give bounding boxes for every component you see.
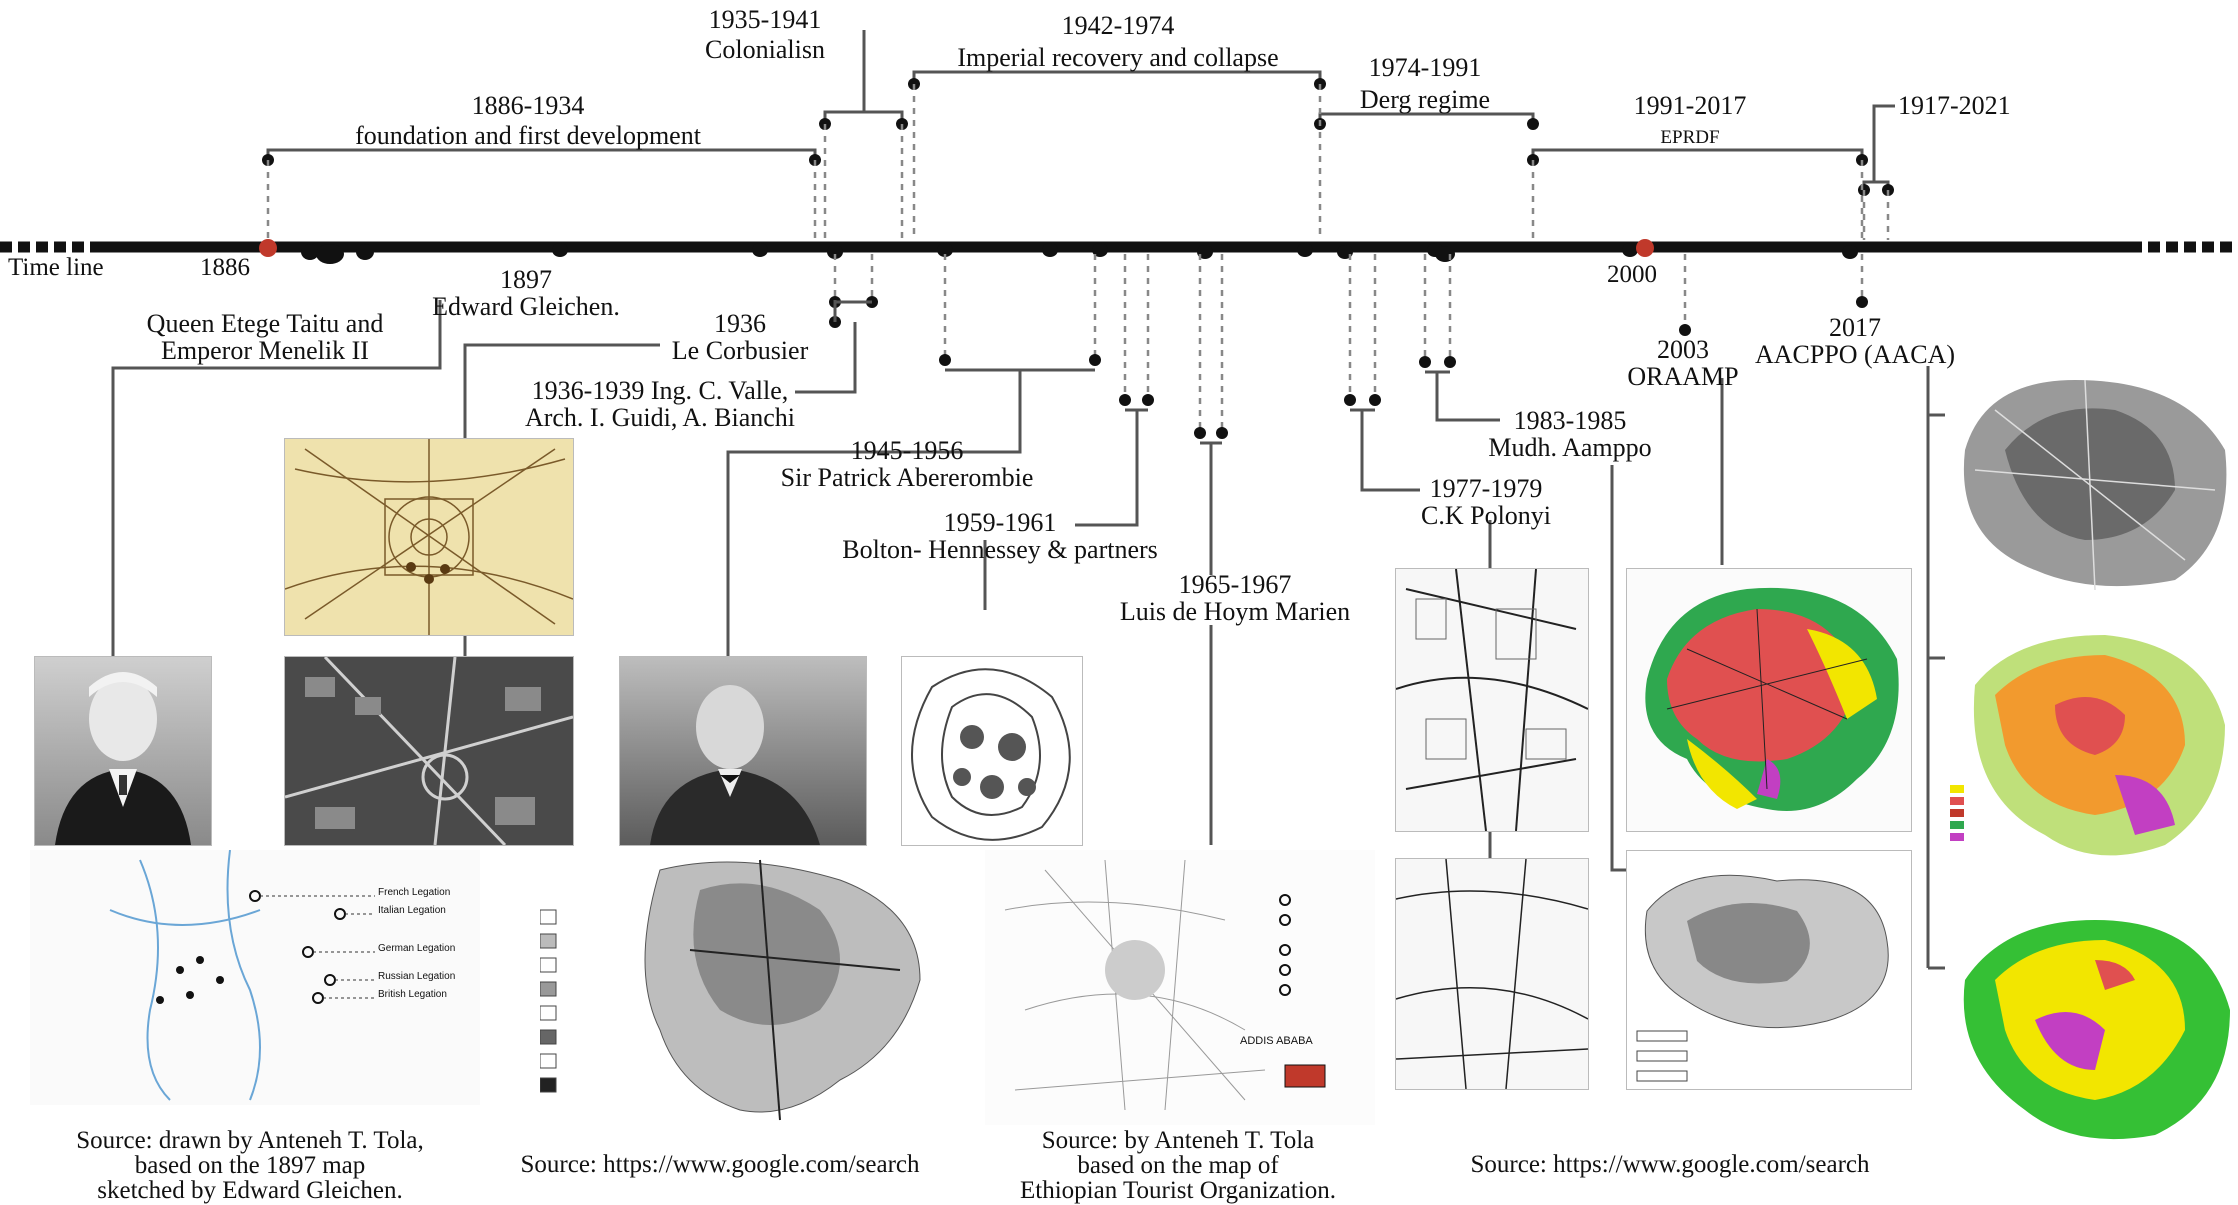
period-1917-2021-stem xyxy=(1872,104,1895,182)
map-aaca-zoning xyxy=(1945,900,2235,1150)
period-1886-1934-bracket xyxy=(266,148,817,160)
period-3-years: 1942-1974 xyxy=(1061,11,1175,40)
map-ethiopian-tourist-org: ADDIS ABABA xyxy=(985,850,1375,1125)
year-marker-2000 xyxy=(1636,239,1654,257)
year-label-1886: 1886 xyxy=(200,254,250,281)
period-6-years: 1917-2021 xyxy=(1898,91,2011,120)
period-1-name: foundation and first development xyxy=(355,121,701,150)
legation-label-british: British Legation xyxy=(378,989,447,1000)
period-4-years: 1974-1991 xyxy=(1368,53,1482,82)
period-1935-1941-bracket xyxy=(823,110,904,124)
year-marker-1886 xyxy=(259,239,277,257)
map-bolton-hennessey xyxy=(901,656,1083,846)
legation-label-french: French Legation xyxy=(378,887,451,898)
map-polonyi-1 xyxy=(1395,568,1589,832)
period-2-years: 1935-1941 xyxy=(708,5,822,34)
timeline-label: Time line xyxy=(8,254,104,281)
source-caption-1: Source: drawn by Anteneh T. Tola,based o… xyxy=(76,1127,424,1204)
map-oraamp-landuse xyxy=(1626,568,1912,832)
period-4-name: Derg regime xyxy=(1359,85,1491,114)
aerial-photo xyxy=(284,656,574,846)
year-label-2000: 2000 xyxy=(1607,261,1657,288)
source-caption-2: Source: https://www.google.com/search xyxy=(520,1151,920,1178)
map-legations-1897: French Legation Italian Legation German … xyxy=(30,850,480,1105)
legation-label-russian: Russian Legation xyxy=(378,971,456,982)
map-aaca-landuse xyxy=(1945,625,2235,870)
map-polonyi-2 xyxy=(1395,858,1589,1090)
period-2-name: Colonialisn xyxy=(705,35,825,64)
period-1942-1974-bracket xyxy=(912,70,1322,84)
sketch-le-corbusier-plan xyxy=(284,438,574,636)
legation-label-german: German Legation xyxy=(378,943,456,954)
portrait-abercrombie xyxy=(619,656,867,846)
period-5-years: 1991-2017 xyxy=(1633,91,1747,120)
source-caption-4: Source: https://www.google.com/search xyxy=(1470,1151,1870,1178)
legation-label-italian: Italian Legation xyxy=(378,905,446,916)
period-3-name: Imperial recovery and collapse xyxy=(957,43,1279,72)
period-5-name: EPRDF xyxy=(1660,127,1720,148)
map-title-addis-ababa: ADDIS ABABA xyxy=(1240,1035,1313,1047)
map-italian-master-plan xyxy=(540,850,955,1135)
map-aamppo-expansion xyxy=(1626,850,1912,1090)
period-1974-1991-bracket xyxy=(1318,112,1535,124)
plan-valle-guidi-bianchi: 1936-1939 Ing. C. Valle,Arch. I. Guidi, … xyxy=(524,376,796,433)
period-1-years: 1886-1934 xyxy=(471,91,585,120)
portrait-gleichen xyxy=(34,656,212,846)
period-1991-2017-bracket xyxy=(1531,148,1864,160)
map-aaca-built-fabric xyxy=(1945,370,2235,596)
